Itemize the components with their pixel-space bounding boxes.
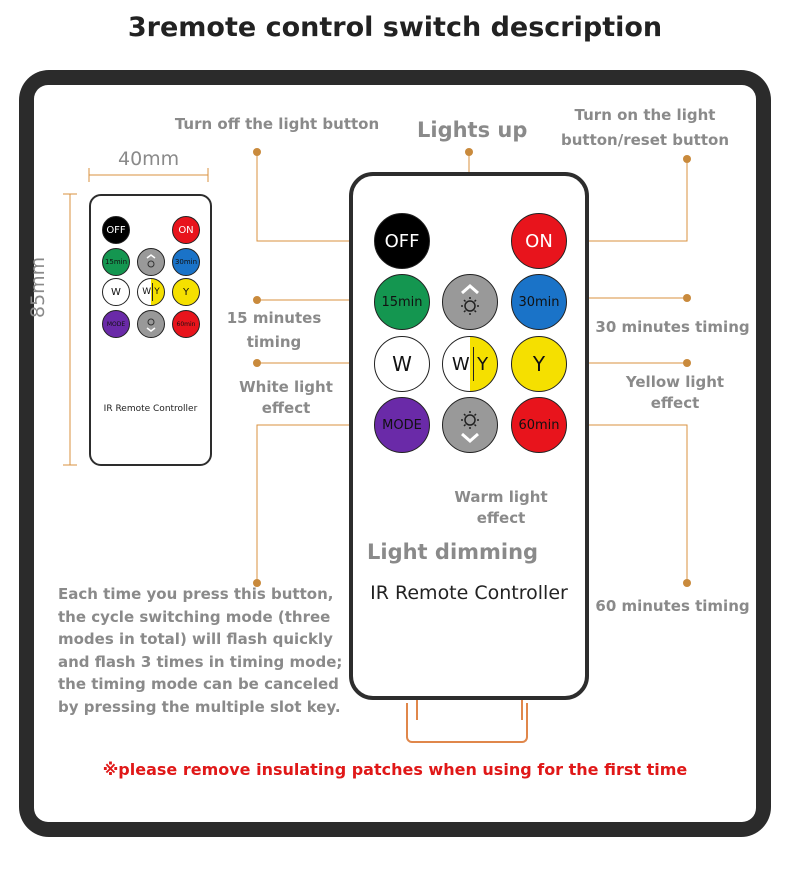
mode-button[interactable]: MODE <box>374 397 430 453</box>
15min-label: 15 minutes timing <box>226 309 322 351</box>
yellow-label: Yellow light effect <box>625 373 725 412</box>
60min-label: 60 minutes timing <box>595 597 750 615</box>
30min-label: 30 minutes timing <box>595 318 750 336</box>
small-15min-button: 15min <box>102 248 130 276</box>
off-button[interactable]: OFF <box>374 213 430 269</box>
brightness-up-icon <box>461 284 479 315</box>
small-mode-button: MODE <box>102 310 130 338</box>
brightness-up-icon <box>146 254 156 268</box>
remote-stand <box>406 703 528 743</box>
small-on-button: ON <box>172 216 200 244</box>
small-up-button <box>137 248 165 276</box>
brightness-up-button[interactable] <box>442 274 498 330</box>
warm-y-label: Y <box>477 353 489 375</box>
page-title: 3remote control switch description <box>127 12 663 43</box>
small-wy-divider <box>152 283 154 301</box>
small-wy-w-label: W <box>142 287 152 297</box>
warning-text: ※please remove insulating patches when u… <box>102 760 688 779</box>
small-down-button <box>137 310 165 338</box>
small-off-button: OFF <box>102 216 130 244</box>
small-30min-button: 30min <box>172 248 200 276</box>
warm-divider <box>472 347 475 381</box>
warm-label: Warm light effect <box>454 488 548 527</box>
30min-button[interactable]: 30min <box>511 274 567 330</box>
turn-off-label: Turn off the light button <box>174 115 380 133</box>
brightness-down-icon <box>461 411 479 443</box>
small-w-button: W <box>102 278 130 306</box>
warm-w-label: W <box>451 353 470 375</box>
60min-button[interactable]: 60min <box>511 397 567 453</box>
white-button[interactable]: W <box>374 336 430 392</box>
small-60min-button: 60min <box>172 310 200 338</box>
controller-label: IR Remote Controller <box>370 582 568 604</box>
width-dimension: 40mm <box>118 148 180 170</box>
turn-on-label: Turn on the light button/reset button <box>560 106 730 149</box>
dimming-label: Light dimming <box>367 540 539 564</box>
small-wy-y-label: Y <box>154 287 160 297</box>
height-dimension: 85mm <box>27 256 49 318</box>
mode-note: Each time you press this button, the cyc… <box>58 585 343 716</box>
yellow-button[interactable]: Y <box>511 336 567 392</box>
on-button[interactable]: ON <box>511 213 567 269</box>
brightness-down-icon <box>146 318 156 332</box>
stand-right <box>515 700 523 720</box>
small-controller-label: IR Remote Controller <box>103 404 198 414</box>
white-label: White light effect <box>239 378 333 417</box>
lights-up-label: Lights up <box>417 118 528 142</box>
stand-left <box>416 700 424 720</box>
small-y-button: Y <box>172 278 200 306</box>
15min-button[interactable]: 15min <box>374 274 430 330</box>
brightness-down-button[interactable] <box>442 397 498 453</box>
